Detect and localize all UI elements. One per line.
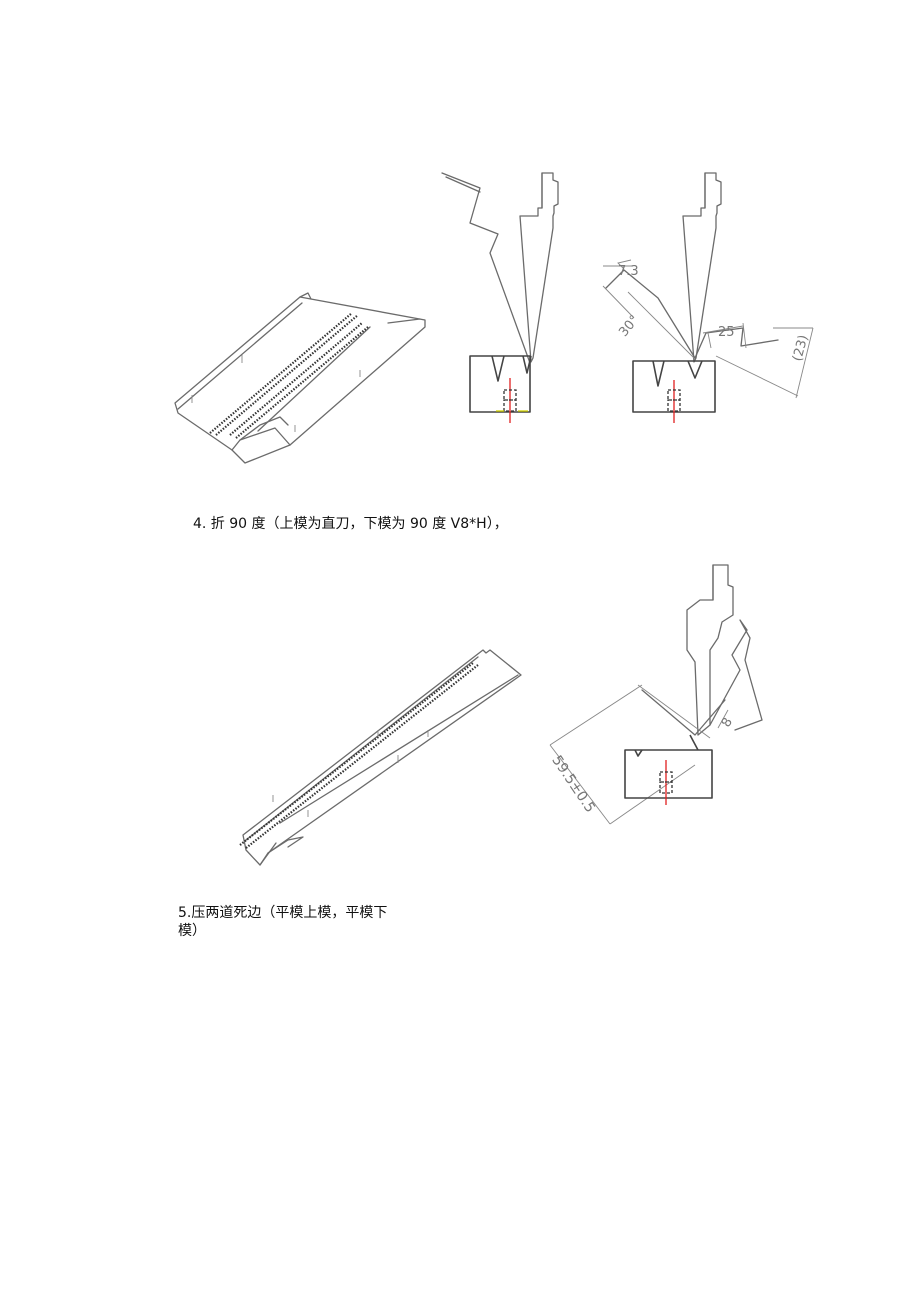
step5-caption-line2: 模） — [178, 923, 206, 939]
step4-caption: 4. 折 90 度（上模为直刀，下模为 90 度 V8*H）， — [193, 516, 508, 532]
bending-diagram-initial — [441, 172, 559, 423]
dim-30-degree: 30° — [616, 313, 642, 340]
dim-23: (23) — [790, 333, 811, 363]
step5-caption-line1: 5.压两道死边（平模上模，平模下 — [178, 905, 388, 921]
dim-25: 25 — [718, 325, 735, 340]
dim-7-3: 7.3 — [618, 264, 639, 279]
dim-8: 8 — [719, 715, 736, 730]
part-isometric-step5 — [239, 649, 522, 866]
bending-diagram-dimensions: 7.3 30° 25 (23) — [602, 172, 814, 423]
part-isometric-step4 — [174, 292, 426, 464]
hem-press-diagram: 8 59.5±0.5 — [548, 564, 763, 825]
dim-59-5: 59.5±0.5 — [548, 753, 598, 816]
